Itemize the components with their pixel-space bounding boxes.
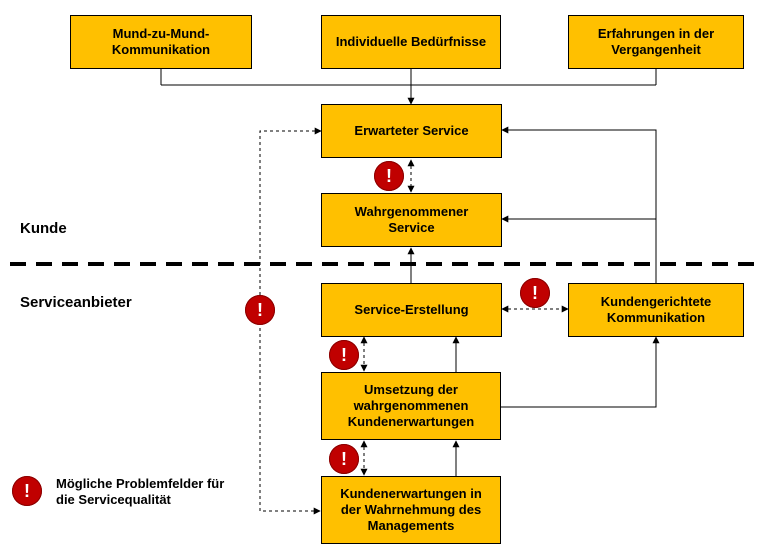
- zone-label-serviceanbieter: Serviceanbieter: [20, 294, 132, 311]
- gap1-connector: [259, 127, 322, 515]
- box-mund-zu-mund: Mund-zu-Mund- Kommunikation: [70, 15, 252, 69]
- box-management: Kundenerwartungen in der Wahrnehmung des…: [321, 476, 501, 544]
- umsetzung-to-kommunikation: [500, 336, 660, 408]
- box-umsetzung: Umsetzung der wahrgenommenen Kundenerwar…: [321, 372, 501, 440]
- box-service-erstellung: Service-Erstellung: [321, 283, 502, 337]
- box-wahrgenommener-service: Wahrgenommener Service: [321, 193, 502, 247]
- warning-icon-gap3: !: [329, 340, 359, 370]
- warning-icon-gap5: !: [374, 161, 404, 191]
- box-erwarteter-service: Erwarteter Service: [321, 104, 502, 158]
- zone-label-kunde: Kunde: [20, 220, 67, 237]
- warning-icon-gap1: !: [245, 295, 275, 325]
- warning-icon-gap4: !: [520, 278, 550, 308]
- box-individuelle-beduerfnisse: Individuelle Bedürfnisse: [321, 15, 501, 69]
- kommunikation-connectors: [501, 126, 657, 283]
- legend-text: Mögliche Problemfelder für die Servicequ…: [56, 476, 225, 507]
- input-connectors: [160, 69, 657, 105]
- legend-warning-icon: !: [12, 476, 42, 506]
- box-kundengerichtete-kommunikation: Kundengerichtete Kommunikation: [568, 283, 744, 337]
- box-erfahrungen: Erfahrungen in der Vergangenheit: [568, 15, 744, 69]
- warning-icon-gap2: !: [329, 444, 359, 474]
